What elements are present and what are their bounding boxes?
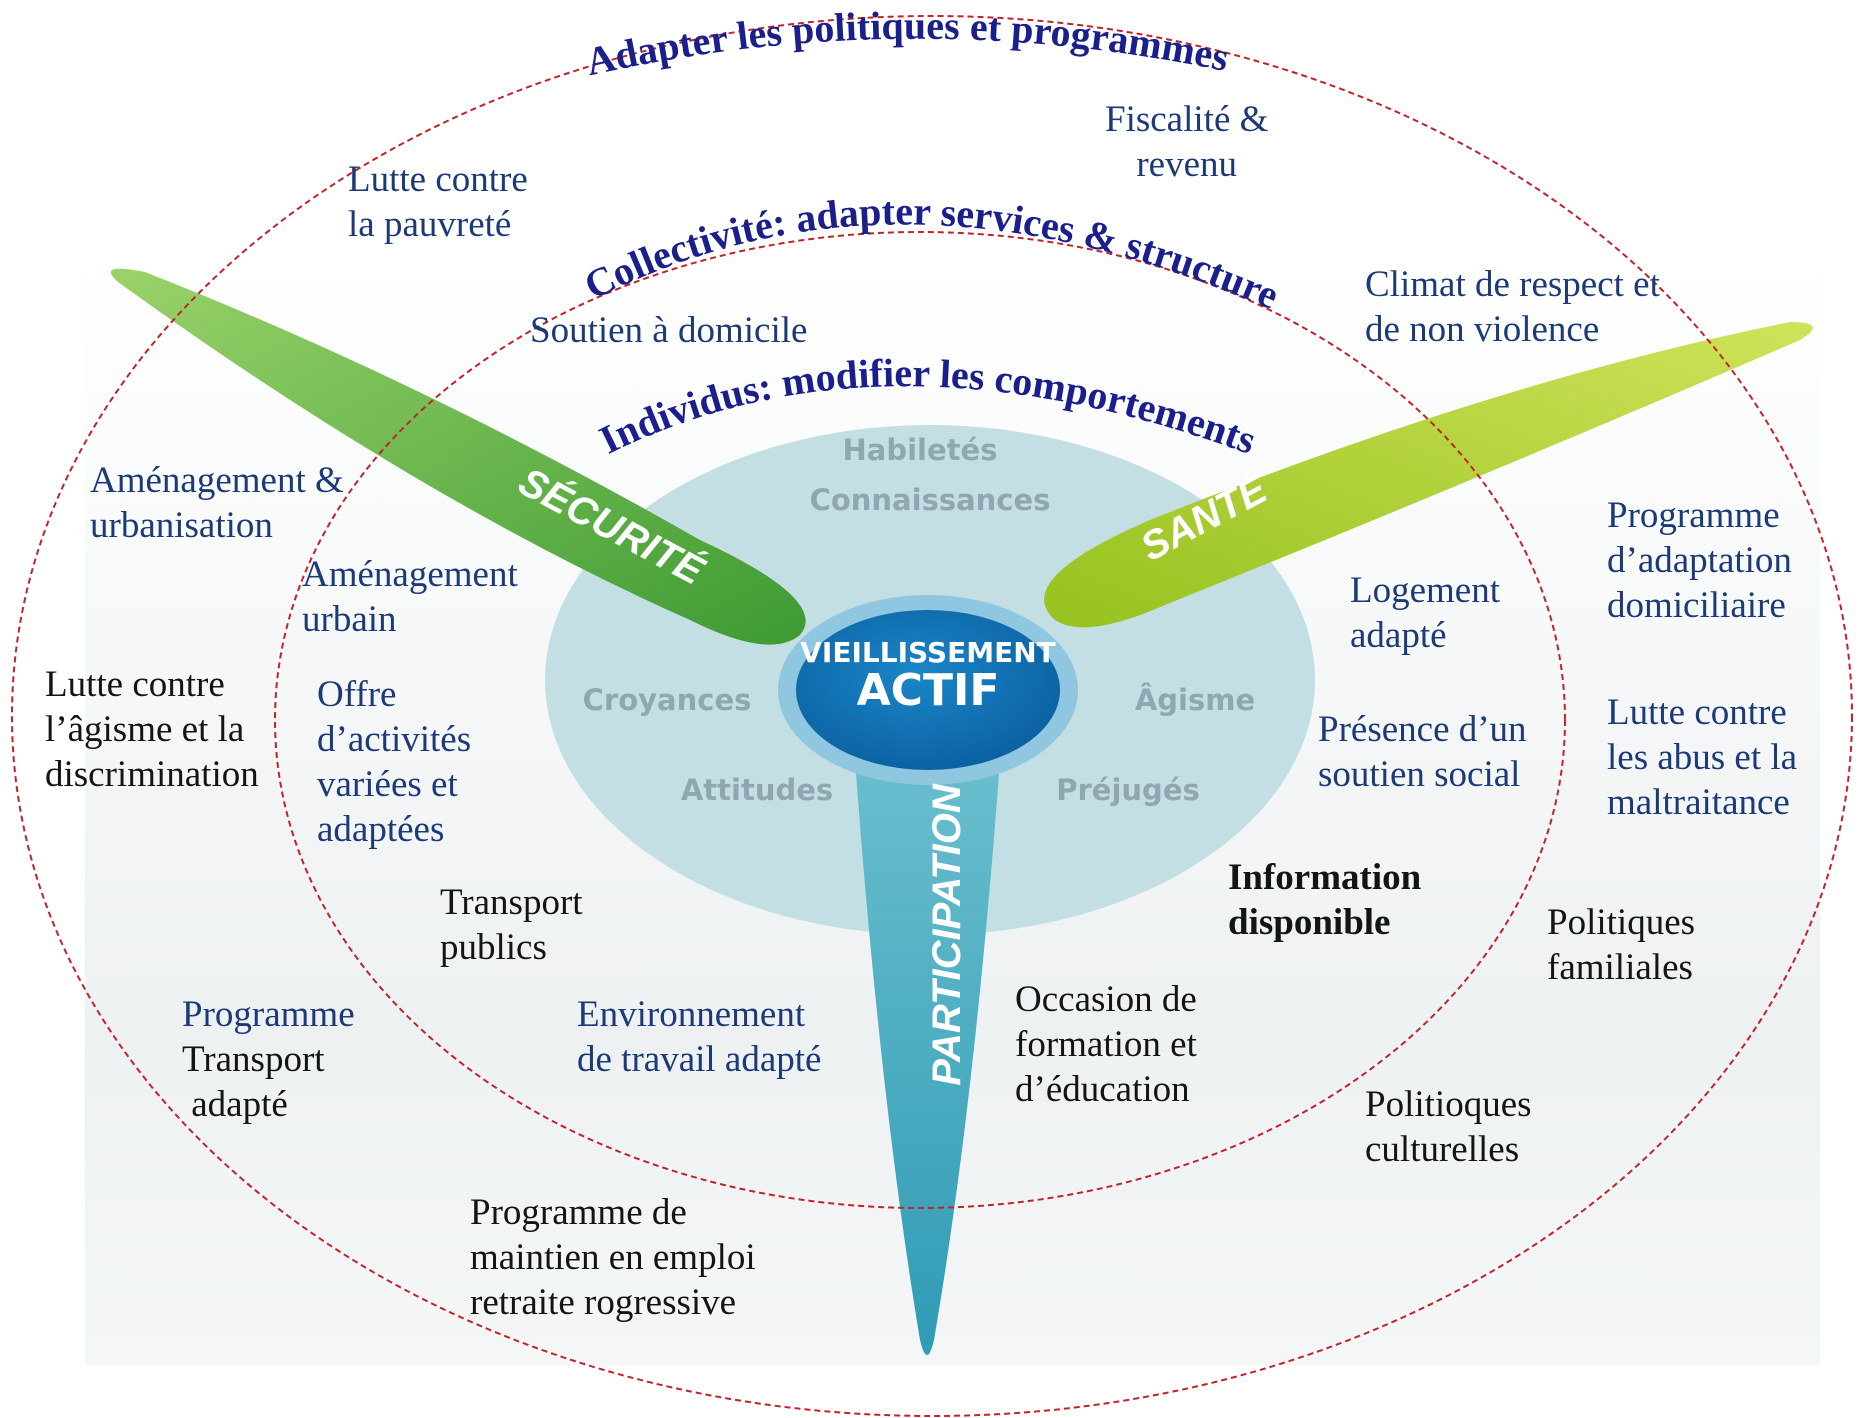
label-information: Information disponible xyxy=(1228,857,1422,943)
determinant-prejuges: Préjugés xyxy=(1056,773,1200,807)
label-formation: Occasion de formation et d’éducation xyxy=(1015,979,1197,1110)
outer-ring xyxy=(11,15,1853,1417)
outer-ring-title: Adapter les politiques et programmes xyxy=(582,3,1233,85)
determinant-attitudes: Attitudes xyxy=(681,773,833,807)
label-soutien-domicile: Soutien à domicile xyxy=(530,310,808,351)
label-maintien-emploi: Programme de maintien en emploi retraite… xyxy=(470,1192,756,1323)
label-fiscalite: Fiscalité & revenu xyxy=(1105,99,1269,185)
label-pauvrete: Lutte contre la pauvreté xyxy=(348,159,528,245)
label-programme-transport-body: Transport adapté xyxy=(182,1039,325,1125)
label-amenagement-urbanisation: Aménagement & urbanisation xyxy=(90,460,344,546)
label-politiques-culturelles: Politioques culturelles xyxy=(1365,1084,1532,1170)
label-agisme-discrimination: Lutte contre l’âgisme et la discriminati… xyxy=(45,664,259,795)
label-climat: Climat de respect et de non violence xyxy=(1365,264,1660,350)
sante-blade xyxy=(1044,322,1813,628)
label-environnement-travail: Environnement de travail adapté xyxy=(577,994,822,1080)
label-logement: Logement adapté xyxy=(1350,570,1501,656)
inner-ring xyxy=(274,231,1566,1209)
determinant-connaissances: Connaissances xyxy=(810,483,1051,517)
participation-label: PARTICIPATION xyxy=(925,783,969,1086)
determinant-habiletes: Habiletés xyxy=(843,433,998,467)
center-title-line1: VIEILLISSEMENT xyxy=(800,636,1055,669)
label-soutien-social: Présence d’un soutien social xyxy=(1318,709,1527,795)
determinant-croyances: Croyances xyxy=(583,683,752,717)
center-disc xyxy=(796,610,1060,770)
label-abus: Lutte contre les abus et la maltraitance xyxy=(1607,692,1798,823)
participation-blade xyxy=(854,724,1001,1355)
center-title-line2: ACTIF xyxy=(857,665,1000,716)
securite-blade xyxy=(110,268,806,645)
label-offre-activites: Offre d’activités variées et adaptées xyxy=(317,674,472,850)
label-programme-adaptation: Programme d’adaptation domiciliaire xyxy=(1607,495,1792,626)
label-politiques-familiales: Politiques familiales xyxy=(1547,902,1696,988)
label-transport-publics: Transport publics xyxy=(440,882,583,968)
determinant-agisme: Âgisme xyxy=(1135,683,1255,717)
label-amenagement-urbain: Aménagement urbain xyxy=(302,554,518,640)
label-programme-transport-title: Programme xyxy=(182,994,355,1035)
